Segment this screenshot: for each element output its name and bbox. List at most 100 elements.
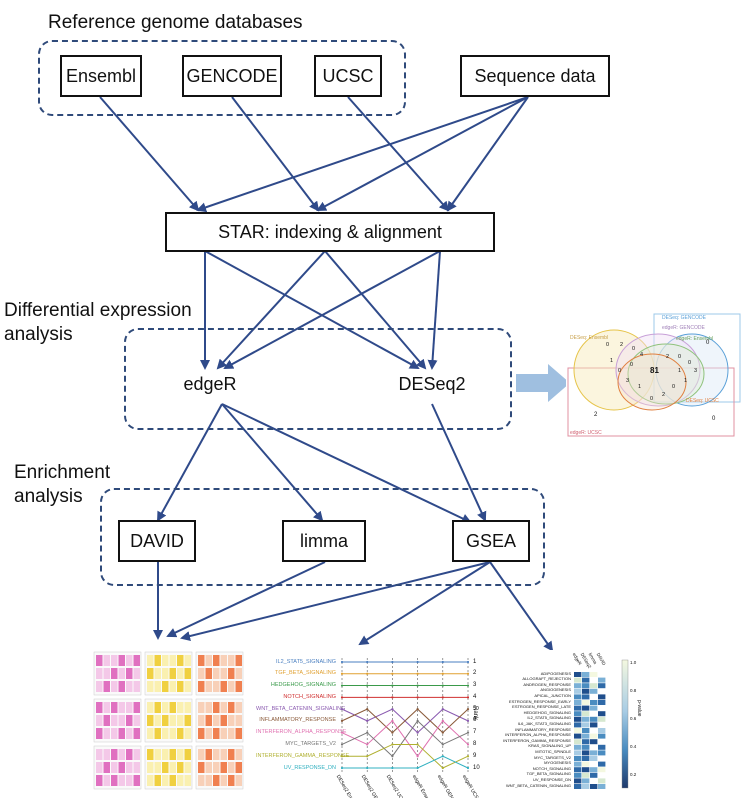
grid-panel <box>144 745 193 790</box>
grid-cell <box>118 702 125 713</box>
venn-label-1: DESeq: GENCODE <box>662 315 706 321</box>
bump-series-point <box>466 684 470 687</box>
bump-rank-tick: 4 <box>473 693 477 700</box>
grid-cell <box>147 668 154 679</box>
heatmap-row-label: INFLAMMATORY_RESPONSE <box>515 726 571 732</box>
node-edger: edgeR <box>183 373 237 394</box>
grid-cell <box>205 655 212 666</box>
grid-cell <box>126 715 133 726</box>
venn-region-value: 0 <box>606 342 610 348</box>
grid-cell <box>169 749 176 760</box>
heatmap-cell <box>582 672 590 677</box>
grid-cell <box>213 655 220 666</box>
grid-cell <box>184 775 191 786</box>
heatmap-cell <box>590 672 598 677</box>
grid-cell <box>162 749 169 760</box>
grid-cell <box>235 728 242 739</box>
heatmap-row-label: ESTROGEN_RESPONSE_LATE <box>512 704 571 710</box>
heatmap-cell <box>590 772 598 778</box>
section-title-reference: Reference genome databases <box>48 12 303 33</box>
grid-cell <box>118 775 125 786</box>
bump-series-point <box>441 766 444 770</box>
heatmap-cell <box>598 750 606 756</box>
grid-cell <box>213 728 220 739</box>
venn-region-value: 0 <box>672 384 676 390</box>
arrow-gsea-output-2 <box>358 561 491 646</box>
grid-cell <box>228 715 235 726</box>
grid-cell <box>213 762 220 773</box>
bump-series-point <box>416 719 419 722</box>
grid-cell <box>228 681 235 692</box>
section-title-enrichment-2: analysis <box>14 486 83 507</box>
bump-series-point <box>391 719 394 722</box>
grid-cell <box>205 775 212 786</box>
bump-pathway-label: HEDGEHOG_SIGNALING <box>270 682 336 689</box>
bump-pathway-label: WNT_BETA_CATENIN_SIGNALING <box>256 705 346 712</box>
grid-cell <box>126 775 133 786</box>
bump-series-point <box>466 731 470 734</box>
grid-cell <box>147 681 154 692</box>
venn-region-value: 1 <box>610 358 614 364</box>
heatmap-row-label: ANDROGEN_RESPONSE <box>523 681 571 687</box>
grid-cell <box>198 749 205 760</box>
grid-cell <box>177 655 184 666</box>
bump-series-point <box>340 731 344 734</box>
heatmap-row-label: APICAL_JUNCTION <box>534 692 571 698</box>
grid-cell <box>220 762 227 773</box>
bump-rank-tick: 10 <box>473 764 480 771</box>
grid-cell <box>228 702 235 713</box>
heatmap-row-label: IL6_JAK_STAT3_SIGNALING <box>517 720 571 726</box>
grid-cell <box>103 749 110 760</box>
venn-region-value: 0 <box>688 360 692 366</box>
venn-region-value: 2 <box>666 354 670 360</box>
grid-cell <box>118 681 125 692</box>
heatmap-cell <box>582 761 590 767</box>
grid-cell <box>96 715 103 726</box>
arrow-deseq2-gsea <box>431 403 487 522</box>
heatmap-cell <box>582 688 590 694</box>
grid-cell <box>162 655 169 666</box>
bump-series-point <box>340 660 344 664</box>
grid-cell <box>177 749 184 760</box>
venn-region-value: 1 <box>638 384 642 390</box>
bump-series-point <box>366 766 369 770</box>
bump-series-point <box>391 660 394 664</box>
grid-cell <box>126 655 133 666</box>
heatmap-row-label: INTERFERON_GAMMA_RESPONSE <box>503 737 571 743</box>
venn-outside-value-0: 0 <box>706 340 710 346</box>
heatmap-cell <box>590 688 598 694</box>
bump-series-point <box>441 743 444 746</box>
node-limma: limma <box>282 520 366 562</box>
venn-outside-value-2: 0 <box>712 416 716 422</box>
heatmap-cell <box>582 700 590 705</box>
grid-cell <box>169 702 176 713</box>
venn-outside-value-1: 2 <box>594 412 598 418</box>
heatmap-cell <box>582 744 590 750</box>
bump-pathway-label: INTERFERON_ALPHA_RESPONSE <box>256 729 347 736</box>
grid-panel <box>195 698 244 743</box>
grid-cell <box>184 655 191 666</box>
group-enrichment-analysis <box>100 488 545 586</box>
arrow-edger-david <box>157 403 223 522</box>
heatmap-cell <box>598 728 606 733</box>
grid-cell <box>147 702 154 713</box>
grid-cell <box>177 762 184 773</box>
heatmap-row-label: UV_RESPONSE_DN <box>532 776 571 782</box>
grid-panel <box>195 651 244 696</box>
heatmap-cell <box>574 700 582 705</box>
venn-region-value: 0 <box>630 362 634 368</box>
grid-cell <box>198 668 205 679</box>
grid-cell <box>111 655 118 666</box>
grid-cell <box>154 762 161 773</box>
venn-region-value: 2 <box>620 342 624 348</box>
grid-cell <box>220 702 227 713</box>
grid-cell <box>184 762 191 773</box>
grid-panel <box>93 698 142 743</box>
bump-series-point <box>441 684 444 687</box>
grid-cell <box>126 668 133 679</box>
grid-cell <box>198 762 205 773</box>
heatmap-cell <box>582 705 590 711</box>
venn-label-2: edgeR: GENCODE <box>662 325 705 331</box>
grid-cell <box>162 668 169 679</box>
bump-series-point <box>416 684 419 687</box>
